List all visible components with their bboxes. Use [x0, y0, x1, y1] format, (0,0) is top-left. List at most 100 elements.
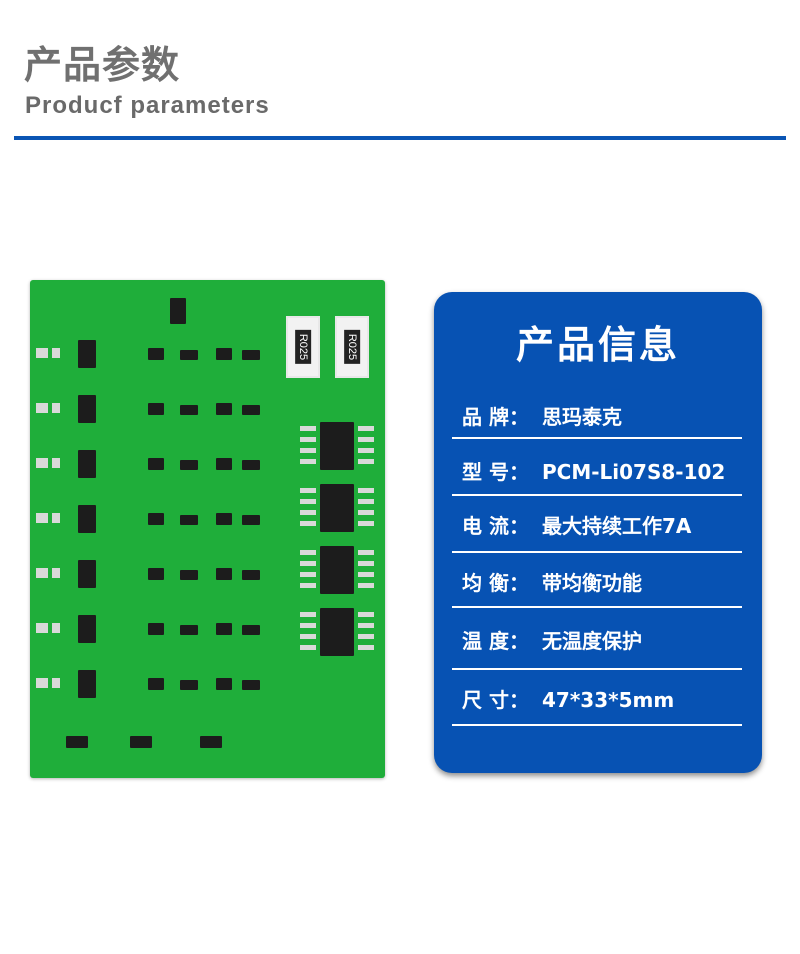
pin: [358, 623, 374, 628]
row-divider: [452, 724, 742, 726]
shunt-resistor: R025: [286, 316, 320, 378]
pin: [300, 510, 316, 515]
transistor: [148, 678, 164, 690]
smd-pad: [36, 513, 48, 523]
smd-pad: [52, 403, 60, 413]
product-info-card: 产品信息 品 牌： 思玛泰克 型 号： PCM-Li07S8-102 电 流： 最大持…: [434, 292, 762, 773]
ic-chip: [78, 395, 96, 423]
row-label: 品 牌：: [462, 405, 529, 429]
row-value: 无温度保护: [542, 629, 642, 653]
transistor: [180, 350, 198, 360]
pin: [358, 499, 374, 504]
row-value: PCM-Li07S8-102: [542, 460, 726, 484]
page-subtitle: Producf parameters: [25, 92, 270, 119]
transistor: [242, 350, 260, 360]
pin: [358, 510, 374, 515]
pin: [358, 448, 374, 453]
transistor: [180, 460, 198, 470]
pin: [300, 437, 316, 442]
transistor: [180, 680, 198, 690]
pin: [358, 459, 374, 464]
smd-pad: [52, 568, 60, 578]
smd-pad: [36, 403, 48, 413]
transistor: [148, 568, 164, 580]
transistor: [148, 513, 164, 525]
pin: [300, 448, 316, 453]
smd-pad: [36, 678, 48, 688]
info-row-temperature: 温 度： 无温度保护: [462, 625, 642, 654]
resistor-label: R025: [295, 329, 312, 365]
row-value: 带均衡功能: [542, 571, 642, 595]
pcb-product-image: R025 R025: [30, 280, 385, 778]
transistor: [242, 460, 260, 470]
transistor: [216, 623, 232, 635]
pin: [358, 550, 374, 555]
mosfet-chip: [320, 422, 354, 470]
smd-pad: [52, 678, 60, 688]
ic-chip: [78, 615, 96, 643]
smd-pad: [52, 458, 60, 468]
transistor: [200, 736, 222, 748]
smd-pad: [36, 348, 48, 358]
pin: [300, 612, 316, 617]
info-row-current: 电 流： 最大持续工作7A: [462, 510, 691, 539]
row-label: 尺 寸：: [462, 688, 529, 712]
transistor: [242, 625, 260, 635]
resistor-label: R025: [344, 329, 361, 365]
transistor: [148, 403, 164, 415]
card-title: 产品信息: [515, 323, 680, 367]
info-row-balance: 均 衡：带均衡功能: [462, 567, 642, 596]
pin: [300, 623, 316, 628]
transistor: [66, 736, 88, 748]
pin: [300, 583, 316, 588]
transistor: [170, 298, 186, 324]
transistor: [180, 405, 198, 415]
transistor: [216, 568, 232, 580]
pin: [358, 437, 374, 442]
ic-chip: [78, 505, 96, 533]
transistor: [148, 348, 164, 360]
pin: [300, 572, 316, 577]
transistor: [180, 515, 198, 525]
row-value: 47*33*5mm: [542, 688, 675, 712]
ic-chip: [78, 560, 96, 588]
pin: [300, 521, 316, 526]
pin: [300, 426, 316, 431]
smd-pad: [36, 623, 48, 633]
pin: [300, 634, 316, 639]
transistor: [180, 625, 198, 635]
ic-chip: [78, 450, 96, 478]
pin: [358, 521, 374, 526]
pin: [300, 488, 316, 493]
info-row-brand: 品 牌： 思玛泰克: [462, 401, 622, 430]
pin: [300, 645, 316, 650]
transistor: [216, 348, 232, 360]
pin: [358, 645, 374, 650]
transistor: [180, 570, 198, 580]
page-title: 产品参数: [24, 43, 181, 87]
ic-chip: [78, 340, 96, 368]
transistor: [242, 515, 260, 525]
row-value: 思玛泰克: [542, 405, 622, 429]
pin: [300, 459, 316, 464]
smd-pad: [52, 513, 60, 523]
transistor: [216, 678, 232, 690]
pin: [358, 583, 374, 588]
row-value: 最大持续工作7A: [542, 514, 692, 538]
row-label: 电 流：: [462, 514, 529, 538]
pin: [358, 612, 374, 617]
transistor: [216, 403, 232, 415]
pin: [300, 499, 316, 504]
pin: [358, 488, 374, 493]
title-divider: [14, 136, 786, 140]
mosfet-chip: [320, 608, 354, 656]
row-label: 温 度：: [462, 629, 529, 653]
row-divider: [452, 494, 742, 496]
transistor: [148, 458, 164, 470]
row-label: 型 号：: [462, 460, 529, 484]
transistor: [242, 405, 260, 415]
transistor: [130, 736, 152, 748]
pin: [300, 550, 316, 555]
mosfet-chip: [320, 546, 354, 594]
pin: [358, 572, 374, 577]
